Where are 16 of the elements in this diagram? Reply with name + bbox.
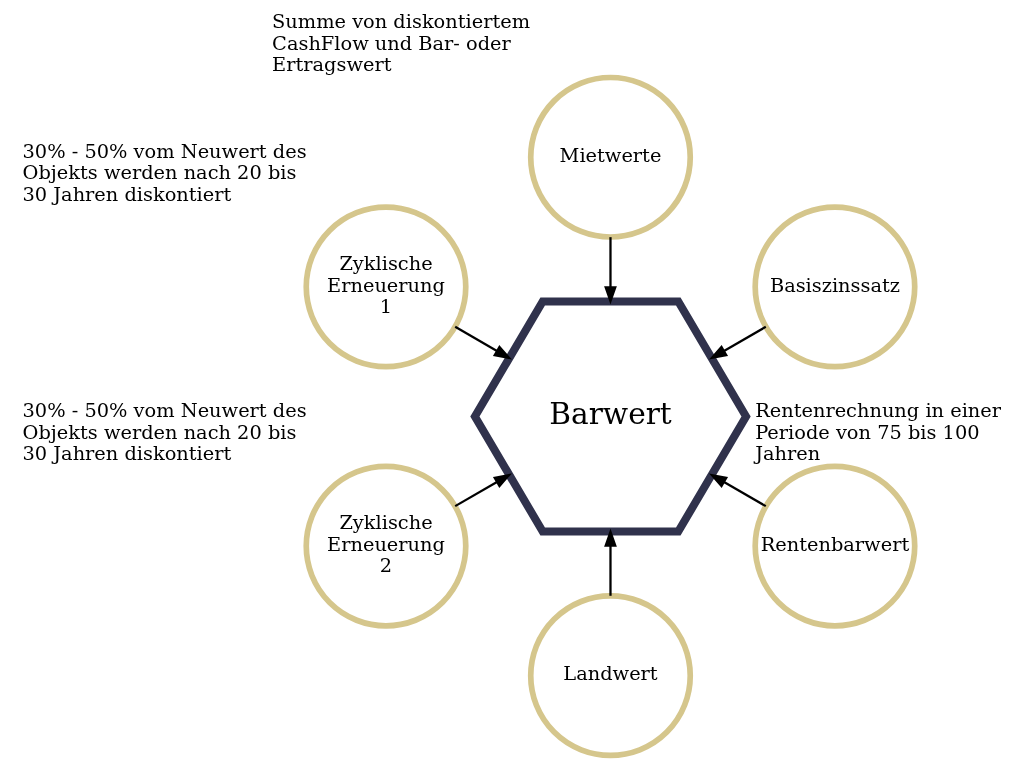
node-circle: Rentenbarwert: [751, 463, 918, 629]
node-label: 30% - 50% vom Neuwert des Objekts werden nach 20 bis 30 Jahren diskontiert: [22, 398, 307, 466]
node-circle: Zyklische Erneuerung 1: [302, 204, 469, 370]
node-label: Summe von diskontiertem CashFlow und Bar- oder Ertragswert: [271, 10, 530, 77]
node-circle: Basiszinssatz: [751, 204, 918, 370]
arrow: [454, 473, 512, 508]
arrow: [603, 237, 617, 305]
arrow: [708, 473, 766, 508]
node-circle: Landwert: [527, 593, 693, 759]
node-label: Rentenrechnung in einer Periode von 75 bis 100 Jahren: [754, 398, 1001, 466]
node-circle: Mietwerte: [527, 74, 693, 240]
node-circle: Zyklische Erneuerung 2: [302, 463, 469, 629]
node-label: 30% - 50% vom Neuwert des Objekts werden nach 20 bis 30 Jahren diskontiert: [22, 139, 307, 206]
arrow: [454, 325, 512, 360]
arrow: [603, 528, 617, 596]
arrow: [708, 325, 766, 360]
